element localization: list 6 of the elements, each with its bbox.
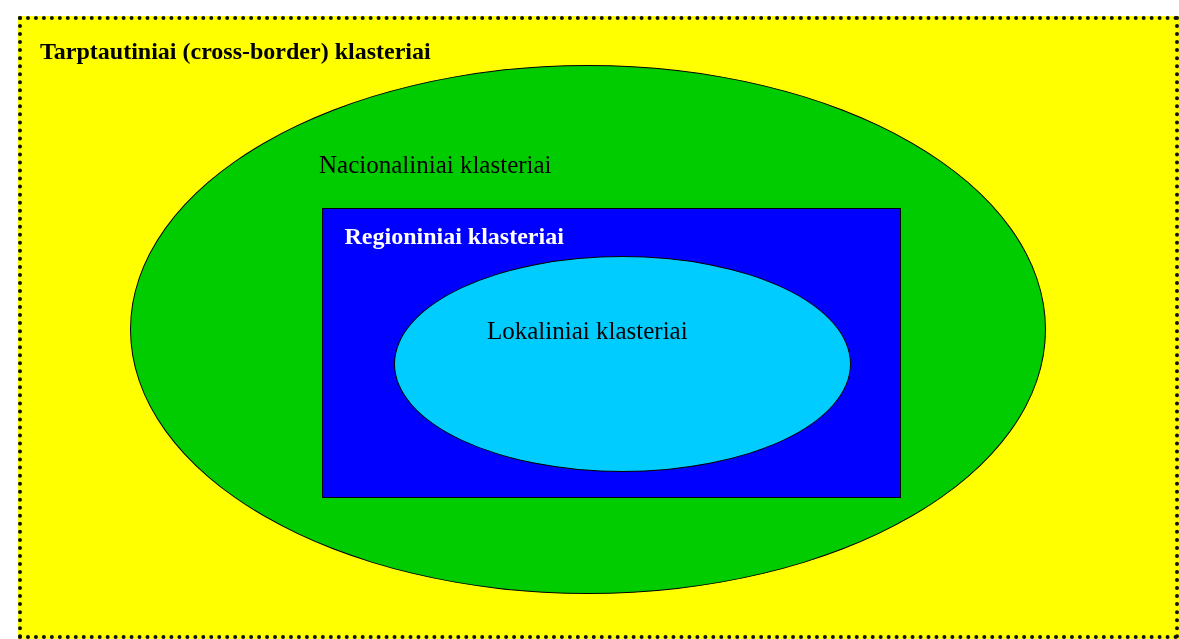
region-label: Tarptautiniai (cross-border) klasteriai (40, 38, 431, 66)
region-box (321, 207, 901, 498)
region-label: Regioniniai klasteriai (344, 222, 564, 251)
region-label: Nacionaliniai klasteriai (319, 151, 552, 180)
region-label: Lokaliniai klasteriai (487, 317, 688, 346)
region-box (18, 16, 1179, 639)
